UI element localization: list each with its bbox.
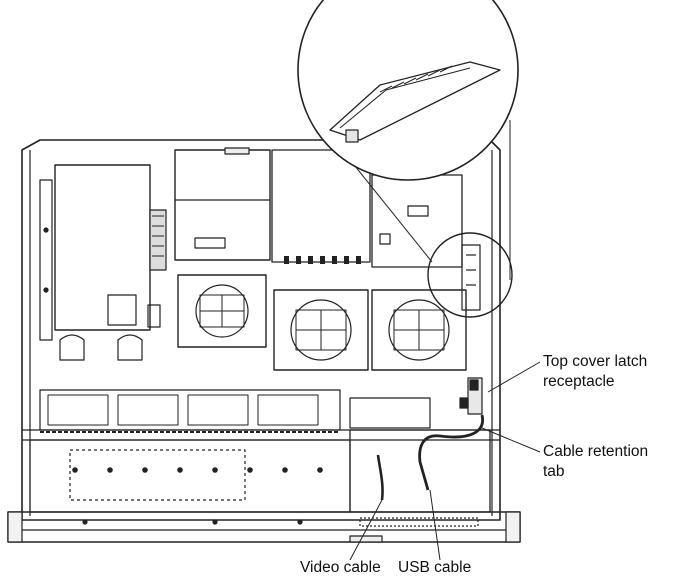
- fan-right: [371, 289, 467, 371]
- latch-receptacle: [459, 377, 483, 415]
- label-usb-cable: USB cable: [398, 559, 472, 576]
- fan-middle: [273, 289, 369, 371]
- label-video-cable: Video cable: [300, 559, 381, 576]
- backplane-row: [39, 389, 341, 433]
- zoom-circle-small: [427, 232, 513, 318]
- riser-card: [39, 164, 167, 361]
- fan-left: [177, 274, 267, 348]
- magnified-connector-inset: [297, 0, 519, 181]
- label-top-cover-latch-line2: receptacle: [543, 373, 615, 390]
- lower-right-bay: [349, 397, 491, 513]
- leader-lines: [349, 361, 541, 561]
- label-cable-retention-line2: tab: [543, 463, 565, 480]
- label-top-cover-latch: Top cover latch receptacle: [543, 352, 647, 392]
- usb-cable-line: [418, 414, 484, 491]
- drive-bay-area: [29, 439, 351, 513]
- front-bezel: [7, 511, 521, 543]
- video-cable-line: [376, 454, 384, 501]
- label-cable-retention-line1: Cable retention: [543, 443, 649, 460]
- label-top-cover-latch-line1: Top cover latch: [543, 353, 648, 370]
- right-drive-cage: [371, 174, 463, 268]
- label-cable-retention: Cable retention tab: [543, 442, 648, 482]
- power-supply-block: [174, 147, 271, 261]
